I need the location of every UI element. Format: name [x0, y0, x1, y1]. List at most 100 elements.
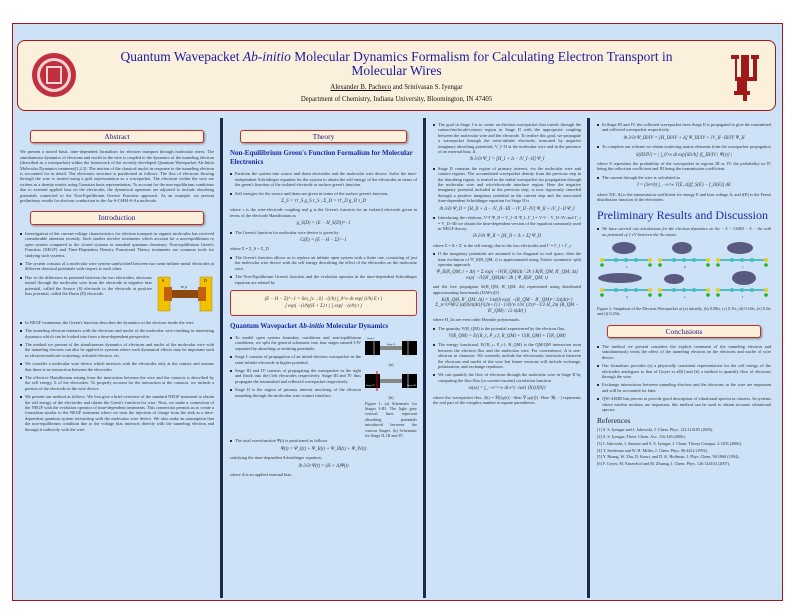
equation: V(R_QM) = E({R_c, P_c}; R_QM) + U(R_QM) … [448, 334, 566, 339]
snapshot-panel-c: c [716, 242, 768, 269]
figure-1-caption: Figure 1: (a) Schematic for Stages I-III… [365, 400, 417, 438]
gold-atom [706, 293, 710, 298]
atom [682, 258, 686, 263]
list-item: The Non-Equilibrium Green's function and… [230, 274, 417, 285]
column-divider [587, 118, 590, 598]
atom [634, 258, 638, 263]
text: and the free propagator K(R_QM, R′_QM; Δ… [433, 284, 581, 295]
equation-surface-green: g_S(D) = (E − H_S(D))^−1 [296, 221, 351, 227]
atom [614, 258, 618, 263]
list-item: The quantity V(R_QM) is the potential ex… [433, 326, 581, 331]
affiliation: Department of Chemistry, Indiana Univers… [300, 96, 493, 103]
atom [716, 288, 720, 293]
conclusions-heading: Conclusions [607, 324, 761, 338]
label-a: (a) [388, 362, 394, 368]
atom [764, 258, 768, 263]
university-seal-logo [32, 53, 76, 97]
column-divider [423, 118, 426, 598]
atom [716, 258, 720, 263]
list-item: We consider a molecular wire device whic… [20, 361, 214, 372]
gold-atom [706, 263, 710, 268]
wire-device-figure: S D H_d [157, 276, 213, 311]
wavepacket-density [672, 242, 692, 255]
svg-text:Stage III: Stage III [407, 384, 416, 387]
references-list: [1] S. S. Iyengar and J. Jakowski, J. Ch… [597, 427, 771, 467]
atom [692, 288, 696, 293]
list-item: The goal in Stage I is to create an elec… [433, 122, 581, 154]
poster-title: Quantum Wavepacket Ab-initio Molecular D… [120, 49, 673, 78]
figure-2-caption: Figure 2: Snapshots of the Electron Wave… [597, 305, 771, 317]
list-item: The tunneling electron interacts with th… [20, 328, 214, 339]
figure-1: Stage I Stage II (a) Stage IV Stage III … [365, 335, 417, 438]
panel-label: b [684, 265, 686, 269]
list-item: The method we present of the simultaneou… [20, 342, 214, 358]
theory-heading: Theory [240, 130, 407, 144]
panel-label: c [742, 265, 744, 269]
list-item: In Stage III and IV, the collected wavep… [597, 122, 771, 133]
list-item: To model open system boundary conditions… [230, 335, 361, 351]
snapshot-panel-d: d [598, 273, 652, 299]
wavepacket-density [598, 273, 642, 284]
list-item: The effective Hamiltonian arising from t… [20, 375, 214, 391]
wavepacket-density [732, 271, 756, 286]
panel-label: f [742, 295, 743, 299]
wavepacket-snapshots-figure: a b c d e f [598, 242, 768, 299]
equation: iħ ∂/∂t Ψ_III/IV = [H_III/IV + Δ] Ψ_III/… [623, 135, 745, 141]
text: where T(E, Δ) is the transmission coeffi… [597, 191, 771, 203]
list-item: Partition the system into source and dra… [230, 171, 417, 187]
text: where Σ = Δ + Σ′ is the self energy due … [433, 242, 572, 248]
list-item: The current through the wire is calculat… [597, 175, 771, 180]
introduction-heading: Introduction [30, 211, 204, 225]
panel-label: d [626, 295, 628, 299]
atom [692, 258, 696, 263]
list-item: Stage II is the region of primary intere… [230, 387, 361, 398]
column-divider [220, 118, 223, 598]
equation-tdse: iħ ∂/∂t Ψ(t) = (H + Δ)Ψ(t) [298, 463, 349, 469]
list-item: Investigation of the current-voltage cha… [20, 231, 214, 258]
equation: K(R_QM, R′_QM; Δt) = 1/σ(0) exp{ −(R_QM … [435, 297, 579, 314]
list-item: In NEGF treatments, the Green's function… [20, 320, 214, 325]
source-label: S [162, 278, 164, 283]
atom [614, 288, 618, 293]
svg-text:Stage I: Stage I [367, 337, 374, 340]
gold-atom [764, 293, 768, 298]
reference: [1] S. S. Iyengar and J. Jakowski, J. Ch… [597, 426, 714, 432]
panel-label: a [626, 265, 628, 269]
abstract-text: We present a mixed basis, time-dependent… [20, 149, 214, 204]
introduction-list: Investigation of the current-voltage cha… [20, 231, 214, 432]
atom [624, 258, 628, 263]
equation: S(III/IV) = | ∫_0^∞ dt exp[iEt/ħ] ⟨ξ_III… [636, 152, 732, 158]
list-item: QW-AIMD has proven to provide good descr… [597, 396, 771, 412]
reference: [3] J. Jakowski, I. Sumner and S. S. Iye… [597, 440, 742, 446]
reference: [2] S. S. Iyengar, Theor. Chem. Acc. 116… [597, 433, 686, 439]
reference: [5] Y. Huang, W. Zhu, D. Kouri, and D. K… [597, 454, 740, 460]
authors: Alexander B. Pacheco and Srinivasan S. I… [330, 84, 463, 91]
gold-atom [658, 293, 662, 298]
wavepacket-density [612, 242, 636, 255]
atom [706, 288, 710, 293]
list-item: Exchange interactions between tunneling … [597, 382, 771, 393]
gold-atom [600, 293, 604, 298]
negf-heading: Non-Equilibrium Green's Function Formali… [230, 149, 413, 167]
list-item: We can quantify the flow of electrons th… [433, 372, 581, 383]
qwaimd-heading: Quantum Wavepacket Ab-initio Molecular D… [230, 321, 389, 330]
gold-atom [716, 263, 720, 268]
stage-schematic-a: Stage I Stage II [365, 337, 417, 357]
list-item: Introducing the relations, V^I Ψ_II = V_… [433, 215, 581, 231]
atom [750, 258, 754, 263]
abstract-heading: Abstract [30, 130, 204, 144]
snapshot-panel-e: e [658, 274, 710, 299]
text: where the wavepacket flux, J(t) = ℜ[⟨φ(t… [433, 394, 581, 406]
equation: iħ ∂/∂t Ψ_II = [H_II + Δ + Σ] Ψ_II [473, 234, 541, 240]
gold-atom [764, 263, 768, 268]
atom [730, 258, 734, 263]
wavepacket-density [727, 242, 753, 255]
gold-atom [600, 263, 604, 268]
list-item: The Green's function for molecular wire … [230, 230, 417, 235]
text: where Δ is an applied external bias. [230, 472, 293, 477]
list-item: We have carried out calculations for the… [597, 226, 771, 237]
equation-psi: Ψ(t) = Ψ_I(t) + Ψ_II(t) + Ψ_III(t) + Ψ_I… [280, 446, 367, 452]
gold-atom [716, 293, 720, 298]
atom [634, 288, 638, 293]
list-item: Due to the difference in potential betwe… [20, 275, 214, 317]
